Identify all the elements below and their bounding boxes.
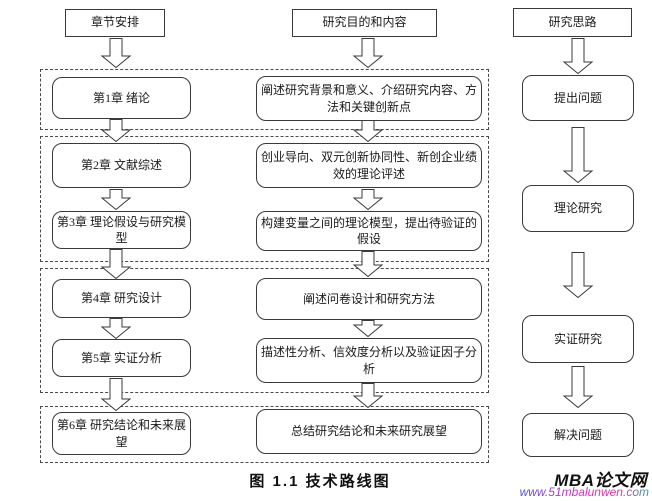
approach-box-theoretical-research: 理论研究 xyxy=(522,185,634,232)
chapter-label: 第4章 研究设计 xyxy=(80,291,162,306)
down-arrow-icon xyxy=(100,119,132,142)
chapter-label: 第5章 实证分析 xyxy=(80,350,162,365)
header-label: 研究思路 xyxy=(548,14,597,29)
content-box-3: 构建变量之间的理论模型，提出待验证的假设 xyxy=(256,211,482,251)
content-box-1: 阐述研究背景和意义、介绍研究内容、方法和关键创新点 xyxy=(256,76,482,121)
down-arrow-icon xyxy=(100,318,132,339)
content-label: 创业导向、双元创新协同性、新创企业绩效的理论评述 xyxy=(260,150,477,181)
dashed-group-stage-3 xyxy=(40,268,489,393)
down-arrow-icon xyxy=(352,38,384,68)
content-label: 总结研究结论和未来研究展望 xyxy=(290,424,447,439)
approach-box-solve-problem: 解决问题 xyxy=(522,413,634,457)
chapter-label: 第6章 研究结论和未来展望 xyxy=(56,418,186,449)
chapter-box-5: 第5章 实证分析 xyxy=(52,339,191,377)
down-arrow-icon xyxy=(100,378,132,411)
down-arrow-icon xyxy=(100,189,132,210)
down-arrow-icon xyxy=(100,38,132,68)
header-label: 研究目的和内容 xyxy=(322,15,407,30)
content-box-2: 创业导向、双元创新协同性、新创企业绩效的理论评述 xyxy=(256,143,482,188)
down-arrow-icon xyxy=(352,120,384,142)
down-arrow-icon xyxy=(100,249,132,279)
dashed-group-stage-1 xyxy=(40,69,489,130)
down-arrow-icon xyxy=(352,189,384,210)
content-label: 构建变量之间的理论模型，提出待验证的假设 xyxy=(260,215,477,246)
chapter-label: 第1章 绪论 xyxy=(92,90,150,105)
down-arrow-icon xyxy=(352,383,384,408)
content-box-6: 总结研究结论和未来研究展望 xyxy=(256,409,482,454)
content-label: 描述性分析、信效度分析以及验证因子分析 xyxy=(260,345,477,376)
approach-label: 提出问题 xyxy=(553,90,602,105)
approach-label: 实证研究 xyxy=(553,331,602,346)
content-box-5: 描述性分析、信效度分析以及验证因子分析 xyxy=(256,338,482,383)
header-box-research-approach: 研究思路 xyxy=(513,8,632,37)
dashed-group-stage-2 xyxy=(40,136,489,262)
watermark-url: www.51mbalunwen.com xyxy=(519,485,649,499)
approach-label: 解决问题 xyxy=(553,427,602,442)
down-arrow-icon xyxy=(562,38,594,74)
header-label: 章节安排 xyxy=(90,15,139,30)
content-box-4: 阐述问卷设计和研究方法 xyxy=(256,278,482,320)
approach-box-raise-question: 提出问题 xyxy=(522,75,634,121)
approach-box-empirical-research: 实证研究 xyxy=(522,315,634,363)
figure-caption: 图 1.1 技术路线图 xyxy=(249,473,391,490)
down-arrow-icon xyxy=(562,252,594,298)
chapter-box-6: 第6章 研究结论和未来展望 xyxy=(52,412,191,455)
chapter-box-1: 第1章 绪论 xyxy=(52,77,191,119)
chapter-label: 第2章 文献综述 xyxy=(80,158,162,173)
chapter-box-4: 第4章 研究设计 xyxy=(52,279,191,318)
content-label: 阐述问卷设计和研究方法 xyxy=(302,291,435,306)
chapter-box-3: 第3章 理论假设与研究模型 xyxy=(52,211,191,249)
dashed-group-stage-4 xyxy=(40,406,489,463)
chapter-label: 第3章 理论假设与研究模型 xyxy=(56,214,186,245)
approach-label: 理论研究 xyxy=(553,201,602,216)
content-label: 阐述研究背景和意义、介绍研究内容、方法和关键创新点 xyxy=(260,83,477,114)
down-arrow-icon xyxy=(352,320,384,337)
watermark-brand: MBA论文网 xyxy=(554,471,647,490)
header-box-research-purpose: 研究目的和内容 xyxy=(292,9,437,37)
down-arrow-icon xyxy=(352,251,384,277)
chapter-box-2: 第2章 文献综述 xyxy=(52,143,191,188)
down-arrow-icon xyxy=(562,366,594,408)
header-box-chapter-arrangement: 章节安排 xyxy=(65,9,165,37)
down-arrow-icon xyxy=(562,127,594,183)
